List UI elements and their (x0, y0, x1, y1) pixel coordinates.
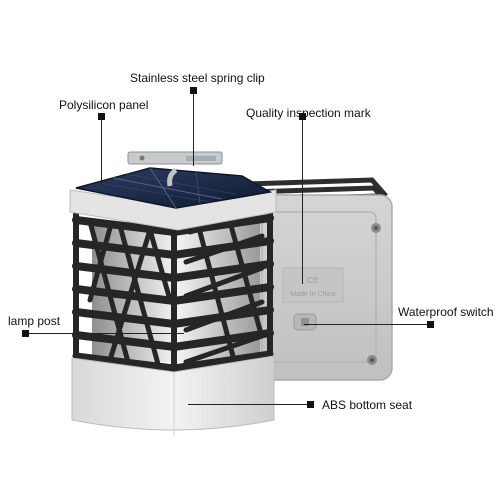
inspection-mark-label: Quality inspection mark (246, 106, 371, 120)
switch-leader-marker (427, 321, 434, 328)
bottom-seat-label: ABS bottom seat (322, 398, 413, 412)
panel-label: Polysilicon panel (59, 98, 149, 112)
rear-lamp: CE Made In China (245, 177, 393, 381)
waterproof-switch-icon (293, 313, 317, 331)
spring-clip-label: Stainless steel spring clip (130, 71, 265, 85)
clip-leader-line (193, 92, 194, 166)
lamp-post-leader-line (24, 333, 184, 334)
lamp-cage (72, 209, 274, 373)
polysilicon-panel (75, 167, 273, 209)
rear-label-origin: Made In China (290, 291, 336, 298)
clip-leader-marker (190, 87, 197, 94)
spring-clip (127, 151, 223, 187)
panel-leader-line (101, 118, 102, 186)
panel-leader-marker (98, 113, 105, 120)
lamp-post-label: lamp post (8, 314, 61, 328)
quality-inspection-mark (282, 267, 344, 303)
waterproof-switch-label: Waterproof switch (398, 305, 494, 319)
lamp-post-leader-marker (22, 330, 29, 337)
abs-bottom-seat (71, 355, 275, 431)
inspection-leader-marker (299, 113, 306, 120)
rear-label-ce: CE (307, 276, 318, 285)
seat-leader-marker (307, 401, 314, 408)
rear-cover-screw-icon (367, 355, 377, 365)
switch-leader-line (304, 324, 430, 325)
front-lamp (69, 151, 277, 436)
inspection-leader-line (302, 118, 303, 284)
seat-leader-line (188, 404, 310, 405)
rear-cover-screw-icon (371, 223, 381, 233)
